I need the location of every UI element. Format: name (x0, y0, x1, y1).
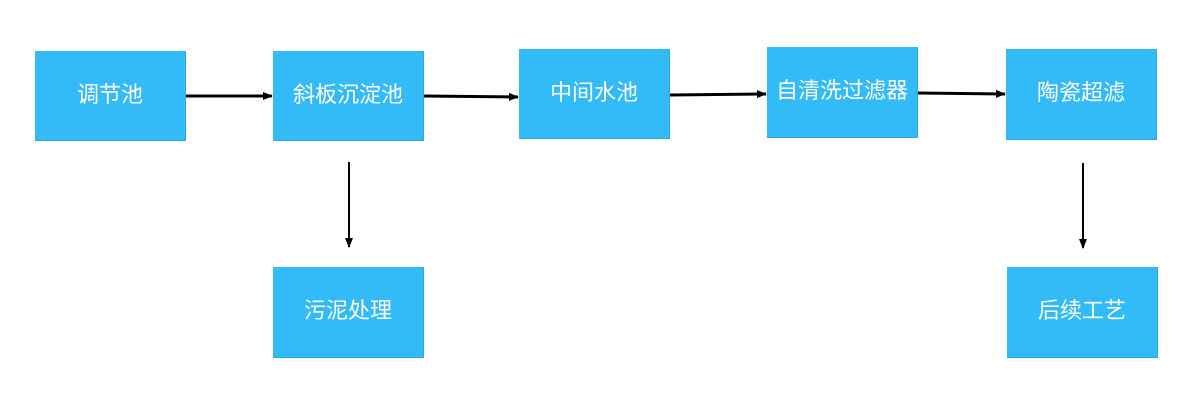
node-houxugongyi: 后续工艺 (1007, 267, 1158, 358)
node-zhongjianshuichi: 中间水池 (519, 49, 670, 139)
node-wunichuli-label: 污泥处理 (303, 299, 392, 324)
node-houxugongyi-label: 后续工艺 (1037, 299, 1126, 324)
node-tiaojiechi: 调节池 (35, 51, 186, 141)
arrow-ziqingxi-to-taoci (917, 89, 1006, 98)
node-tiaojiechi-label: 调节池 (76, 82, 143, 108)
arrow-zhongjian-to-ziqingxi (669, 90, 767, 99)
node-taocichaolv-label: 陶瓷超滤 (1036, 81, 1125, 106)
arrow-xieban-to-zhongjian (423, 92, 519, 101)
node-zhongjianshuichi-label: 中间水池 (549, 80, 638, 106)
node-xiebanchendianchi: 斜板沉淀池 (273, 51, 424, 141)
node-taocichaolv: 陶瓷超滤 (1006, 49, 1157, 140)
node-ziqingxi-label: 自清洗过滤器 (776, 79, 909, 104)
node-wunichuli: 污泥处理 (273, 267, 424, 358)
node-ziqingxi: 自清洗过滤器 (767, 47, 918, 138)
node-xiebanchendianchi-label: 斜板沉淀池 (292, 82, 403, 108)
